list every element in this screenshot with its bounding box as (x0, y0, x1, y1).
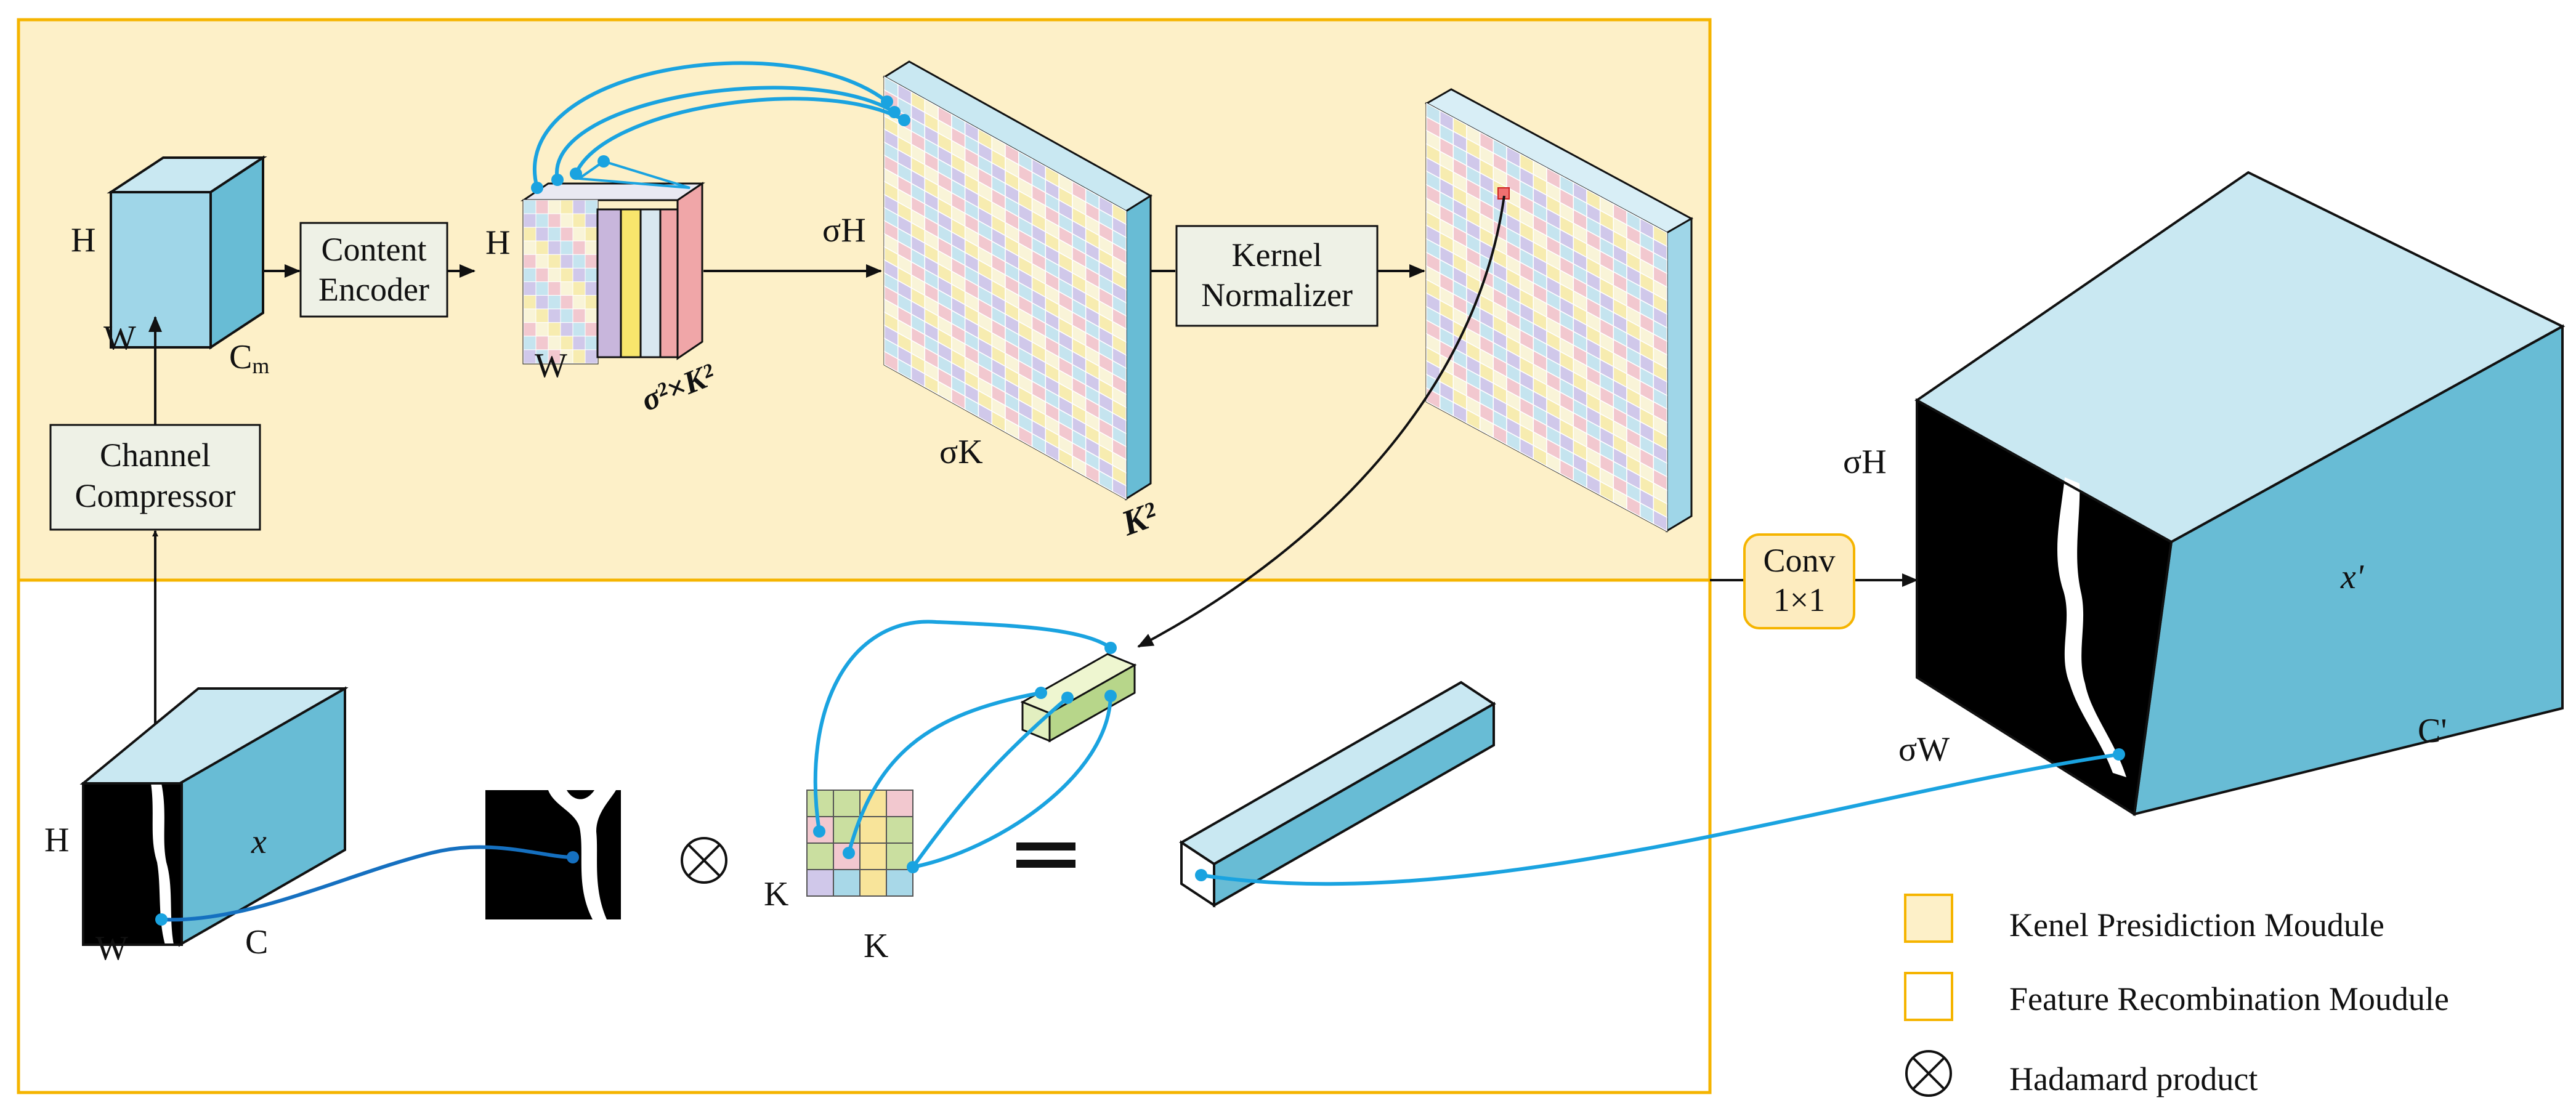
output-feature-cube (1914, 171, 2566, 817)
label-w-input: W (95, 929, 128, 968)
label-h-input: H (44, 821, 69, 859)
legend: Kenel Presidiction Moudule Feature Recom… (1904, 894, 2449, 1097)
channel-compressor-line1: Channel (100, 437, 211, 474)
content-encoder-line2: Encoder (318, 271, 429, 308)
hadamard-icon (681, 837, 727, 884)
label-x-prime: x' (2340, 558, 2364, 596)
legend-frm-label: Feature Recombination Moudule (2009, 980, 2449, 1017)
label-k-bottom: K (864, 927, 888, 965)
conv-line1: Conv (1763, 542, 1835, 579)
kernel-normalizer-line1: Kernel (1232, 236, 1322, 273)
label-k-left: K (764, 875, 788, 913)
content-encoder-line1: Content (322, 231, 427, 268)
kernel-normalizer-line2: Normalizer (1201, 277, 1353, 313)
kernel-grid-icon (806, 790, 913, 897)
legend-hadamard-label: Hadamard product (2009, 1060, 2258, 1097)
kernel-map (883, 60, 1152, 501)
label-c-prime: C' (2418, 712, 2447, 750)
output-pixel-column (1179, 681, 1496, 908)
label-x: x (251, 823, 267, 861)
connector-dots (531, 95, 910, 194)
kernel-vector-bar (1020, 653, 1137, 743)
label-sigma-h-output: σH (1843, 443, 1887, 481)
bottom-connectors (161, 620, 2120, 922)
equals-sign (1016, 842, 1075, 868)
legend-hadamard-icon (1905, 1050, 1952, 1097)
conv-line2: 1×1 (1773, 581, 1825, 618)
legend-frm-swatch (1904, 972, 1953, 1021)
label-sigma-k: σK (939, 433, 983, 471)
legend-kpm-label: Kenel Presidiction Moudule (2009, 907, 2384, 943)
bottom-connector-dots (155, 642, 2125, 926)
label-sigma-h-kernel: σH (822, 211, 866, 249)
legend-kpm-swatch (1904, 894, 1953, 943)
input-feature-cube (79, 686, 349, 947)
content-encoder-box (299, 222, 448, 318)
flow-arrows (148, 195, 1918, 730)
label-w-encoded: W (535, 347, 567, 385)
label-h-encoded: H (485, 224, 510, 262)
label-c-input: C (245, 923, 268, 961)
normalized-kernel-map (1424, 88, 1694, 533)
channel-compressor-line2: Compressor (75, 477, 236, 514)
kernel-normalizer-box (1175, 225, 1379, 327)
compressed-feature-cube (107, 155, 267, 350)
label-sigma-w: σW (1898, 730, 1950, 769)
label-cm: Cm (229, 338, 269, 378)
kernel-connectors (533, 61, 905, 189)
encoded-kernel-stack (520, 182, 705, 365)
conv-1x1-box (1743, 533, 1855, 629)
label-w-cm: W (103, 319, 136, 357)
label-h-cm: H (71, 221, 95, 259)
